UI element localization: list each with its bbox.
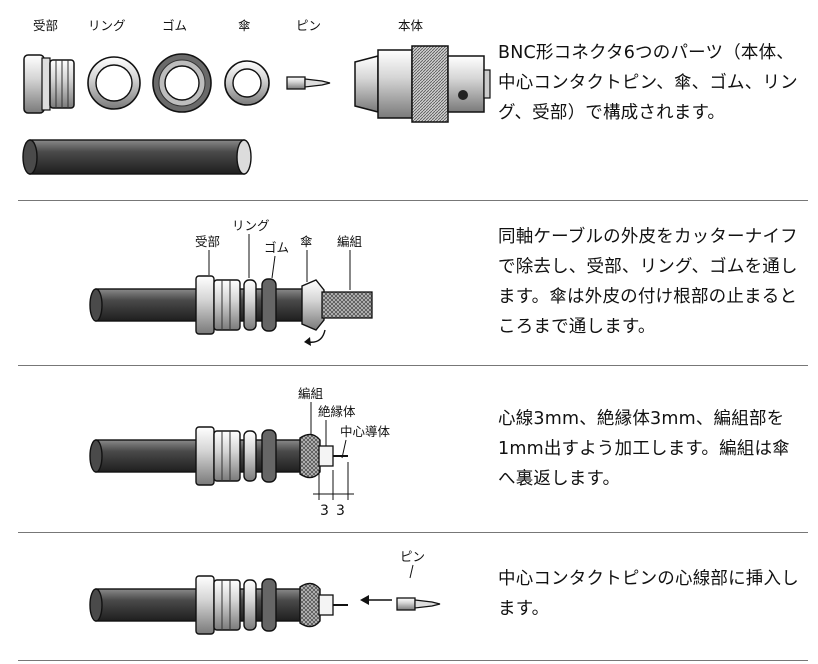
label-kasa-2: 傘 — [300, 234, 313, 249]
step-2-illustration: 受部 リング ゴム 傘 編組 — [89, 218, 373, 346]
separator-4 — [18, 660, 808, 661]
label-ring: リング — [88, 18, 126, 33]
label-ring-2: リング — [232, 218, 270, 233]
separator-2 — [18, 365, 808, 366]
uke-part — [23, 54, 75, 114]
separator-1 — [18, 200, 808, 201]
label-conductor: 中心導体 — [340, 424, 391, 439]
gomu-part — [152, 53, 212, 113]
label-uke-2: 受部 — [195, 234, 220, 249]
hontai-part — [354, 45, 491, 123]
pin-part — [286, 76, 331, 90]
label-braid-2: 編組 — [337, 234, 362, 249]
label-kasa: 傘 — [238, 18, 251, 33]
label-pin-4: ピン — [400, 549, 425, 564]
step-4-description: 中心コンタクトピンの心線部に挿入します。 — [498, 569, 799, 619]
step-3-illustration: 編組 絶縁体 中心導体 3 3 — [89, 386, 391, 519]
label-hontai: 本体 — [398, 18, 424, 33]
dimension-insulator: 3 — [320, 503, 329, 519]
ring-part — [87, 56, 141, 110]
label-gomu: ゴム — [162, 18, 187, 33]
kasa-part — [224, 60, 270, 106]
step-3-description: 心線3mm、絶縁体3mm、編組部を1mm出すよう加工します。編組は傘へ裏返します… — [498, 409, 790, 489]
label-pin: ピン — [296, 18, 321, 33]
label-braid-3: 編組 — [298, 386, 323, 401]
step-1-illustration: 受部 リング ゴム 傘 ピン 本体 — [22, 18, 491, 175]
step-1-description: BNC形コネクタ6つのパーツ（本体、中心コンタクトピン、傘、ゴム、リング、受部）… — [498, 43, 798, 123]
separator-3 — [18, 532, 808, 533]
coax-cable — [22, 139, 252, 175]
label-insulator: 絶縁体 — [318, 404, 356, 419]
label-uke: 受部 — [33, 18, 58, 33]
step-4-illustration: ピン — [89, 549, 441, 635]
dimension-conductor: 3 — [336, 503, 345, 519]
step-2-description: 同軸ケーブルの外皮をカッターナイフで除去し、受部、リング、ゴムを通します。傘は外… — [498, 227, 798, 337]
label-gomu-2: ゴム — [264, 240, 289, 255]
